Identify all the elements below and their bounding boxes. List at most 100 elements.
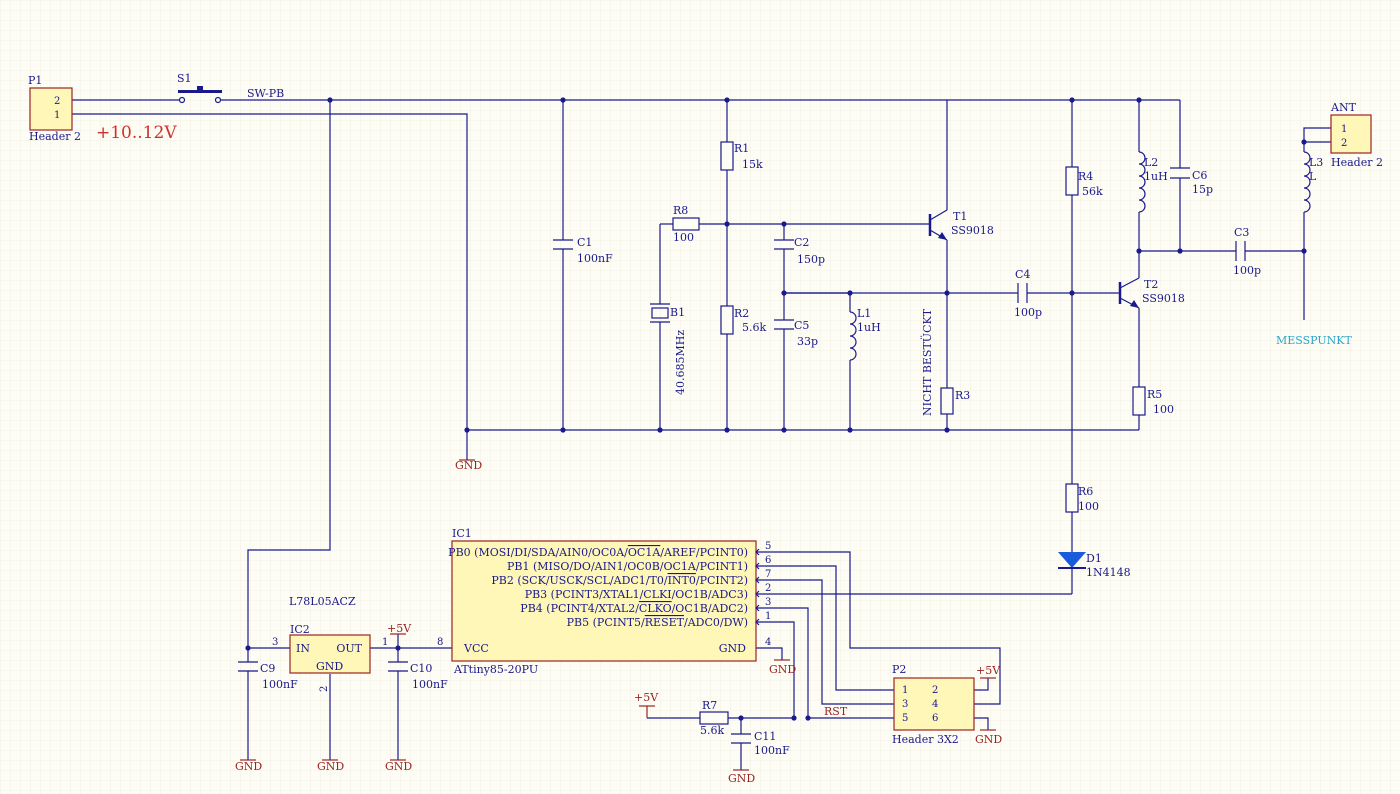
svg-text:P1: P1 (28, 74, 42, 87)
svg-text:C6: C6 (1192, 169, 1207, 182)
svg-text:B1: B1 (670, 306, 685, 319)
svg-text:5: 5 (765, 541, 771, 552)
svg-text:IC1: IC1 (452, 527, 472, 540)
svg-text:+5V: +5V (387, 622, 412, 635)
svg-text:R8: R8 (673, 204, 688, 217)
header-ant: ANT 1 2 Header 2 (1330, 101, 1383, 169)
resistor-r8: R8 100 (672, 204, 700, 244)
capacitor-c5: C5 33p (774, 319, 818, 348)
gnd-symbol-c11: GND (728, 769, 755, 785)
svg-text:33p: 33p (797, 335, 818, 348)
svg-text:SS9018: SS9018 (1142, 292, 1185, 305)
resistor-r6: R6 100 (1065, 483, 1099, 513)
svg-text:D1: D1 (1086, 552, 1102, 565)
svg-text:6: 6 (932, 713, 938, 724)
capacitor-c10: C10 100nF (388, 661, 448, 691)
svg-text:3: 3 (272, 637, 278, 648)
svg-text:100p: 100p (1233, 264, 1261, 277)
svg-text:15k: 15k (742, 158, 763, 171)
svg-text:C10: C10 (410, 662, 432, 675)
gnd-symbol-c9: GND (235, 759, 262, 773)
svg-text:100: 100 (1153, 403, 1174, 416)
svg-text:R6: R6 (1078, 485, 1093, 498)
svg-text:100p: 100p (1014, 306, 1042, 319)
svg-text:2: 2 (319, 686, 330, 692)
svg-text:+5V: +5V (634, 691, 659, 704)
svg-text:PB2 (SCK/USCK/SCL/ADC1/T0/INT0: PB2 (SCK/USCK/SCL/ADC1/T0/INT0/PCINT2) (491, 574, 748, 587)
wires (72, 99, 1331, 770)
svg-text:2: 2 (1341, 138, 1347, 149)
ic1-attiny85: IC1 ATtiny85-20PU PB0 (MOSI/DI/SDA/AIN0/… (437, 527, 771, 676)
svg-text:P2: P2 (892, 663, 906, 676)
svg-text:T1: T1 (953, 210, 967, 223)
svg-text:2: 2 (932, 685, 938, 696)
svg-text:PB0 (MOSI/DI/SDA/AIN0/OC0A/OC1: PB0 (MOSI/DI/SDA/AIN0/OC0A/OC1A/AREF/PCI… (448, 546, 748, 559)
svg-text:100nF: 100nF (412, 678, 448, 691)
svg-text:8: 8 (437, 637, 443, 648)
svg-text:GND: GND (455, 459, 482, 472)
svg-text:40.685MHz: 40.685MHz (674, 330, 687, 395)
capacitor-c11: C11 100nF (731, 730, 790, 757)
svg-text:1: 1 (54, 110, 60, 121)
svg-text:1: 1 (1341, 124, 1347, 135)
resistor-r3: R3 (940, 387, 970, 415)
svg-text:1: 1 (765, 611, 771, 622)
svg-text:C1: C1 (577, 236, 592, 249)
svg-text:+5V: +5V (976, 664, 1001, 677)
svg-text:1: 1 (382, 637, 388, 648)
svg-text:3: 3 (765, 597, 771, 608)
svg-text:6: 6 (765, 555, 771, 566)
svg-text:150p: 150p (797, 253, 825, 266)
crystal-b1: B1 40.685MHz (650, 303, 687, 395)
svg-text:1uH: 1uH (1144, 170, 1168, 183)
svg-text:5.6k: 5.6k (742, 321, 766, 334)
svg-text:GND: GND (975, 733, 1002, 746)
svg-text:S1: S1 (177, 72, 192, 85)
resistor-r4: R4 56k (1065, 166, 1103, 198)
svg-text:OUT: OUT (336, 642, 362, 655)
capacitor-c9: C9 100nF (238, 661, 298, 691)
svg-text:100nF: 100nF (754, 744, 790, 757)
resistor-r2: R2 5.6k (720, 305, 766, 335)
vcc-symbol-r7: +5V (634, 691, 659, 718)
svg-text:VCC: VCC (463, 642, 489, 655)
svg-text:C4: C4 (1015, 268, 1030, 281)
gnd-symbol-ic2: GND (317, 759, 344, 773)
svg-text:GND: GND (316, 660, 343, 673)
svg-text:L1: L1 (857, 307, 871, 320)
measurement-point-label: MESSPUNKT (1276, 334, 1352, 347)
svg-text:R4: R4 (1078, 170, 1093, 183)
gnd-symbol-p2: GND (975, 729, 1002, 746)
svg-text:IC2: IC2 (290, 623, 310, 636)
inductor-l2: L2 1uH (1138, 151, 1168, 213)
net-label-sw-pb: SW-PB (247, 87, 284, 100)
net-label-rst: RST (824, 705, 848, 718)
junction-dots (245, 97, 1307, 721)
capacitor-c2: C2 150p (774, 236, 825, 266)
svg-text:L2: L2 (1144, 156, 1158, 169)
capacitor-c6: C6 15p (1170, 167, 1213, 196)
svg-text:L: L (1309, 170, 1317, 183)
svg-text:SS9018: SS9018 (951, 224, 994, 237)
header-p1: P1 2 1 Header 2 (28, 74, 81, 143)
resistor-r7: R7 5.6k (699, 699, 729, 737)
svg-text:C3: C3 (1234, 226, 1249, 239)
svg-text:L78L05ACZ: L78L05ACZ (289, 595, 356, 608)
svg-text:5: 5 (902, 713, 908, 724)
inductor-l3: L3 L (1303, 151, 1323, 213)
svg-text:100nF: 100nF (262, 678, 298, 691)
svg-text:2: 2 (765, 583, 771, 594)
transistor-t1: T1 SS9018 (928, 209, 994, 241)
svg-text:5.6k: 5.6k (700, 724, 724, 737)
svg-text:R5: R5 (1147, 388, 1162, 401)
svg-text:GND: GND (719, 642, 746, 655)
svg-text:3: 3 (902, 699, 908, 710)
header-p2: P2 Header 3X2 1 3 5 2 4 6 (892, 663, 975, 746)
svg-text:GND: GND (317, 760, 344, 773)
svg-text:2: 2 (54, 96, 60, 107)
svg-text:100nF: 100nF (577, 252, 613, 265)
ic2-regulator: L78L05ACZ IC2 IN OUT GND 3 1 2 (272, 595, 388, 692)
svg-text:C2: C2 (794, 236, 809, 249)
